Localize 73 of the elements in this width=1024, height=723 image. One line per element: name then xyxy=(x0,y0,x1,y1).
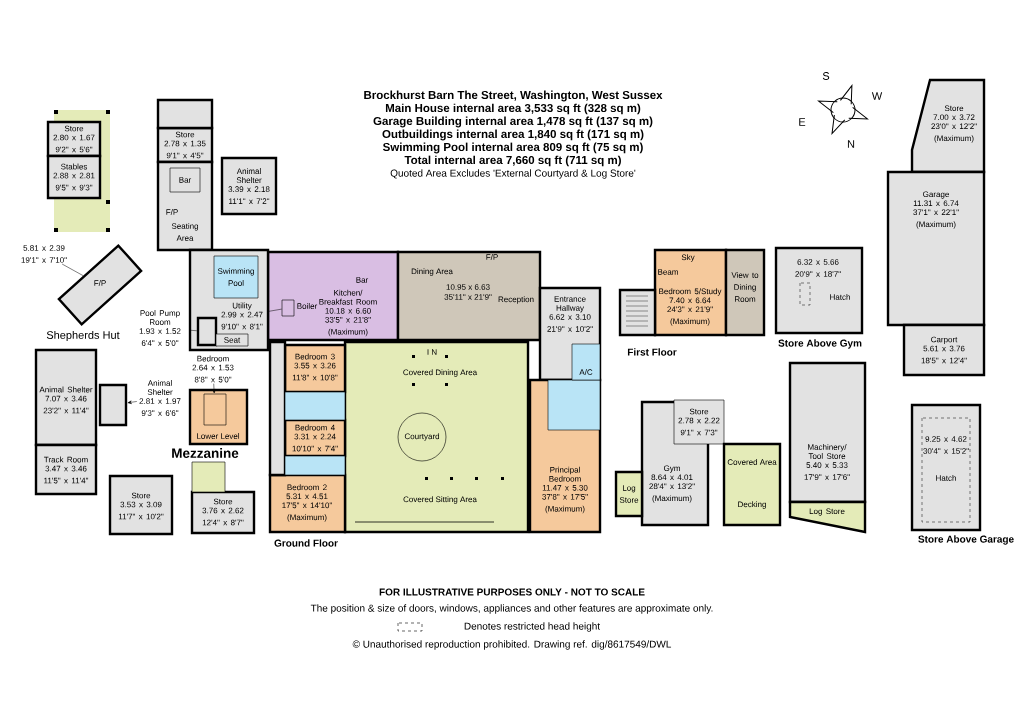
room: Carport 5.61 x 3.76 18'5" x 12'4" xyxy=(902,323,986,377)
room: Store 2.80 x 1.67 9'2" x 5'6" xyxy=(46,120,102,158)
compass-letter: S xyxy=(822,72,830,80)
heading: Shepherds Hut xyxy=(46,330,120,342)
room: Bedroom 4 3.31 x 2.24 10'10" x 7'4" xyxy=(283,418,347,458)
compass-letter: W xyxy=(871,92,883,100)
heading: Swimming Pool internal area 809 sq ft (75 sq m) xyxy=(382,142,643,154)
room: Seat xyxy=(215,333,249,347)
room-label: Utility 2.99 x 2.47 9'10" x 8'1" xyxy=(221,302,263,330)
heading: First Floor xyxy=(627,348,677,356)
room-label: Pool Pump Room 1.93 x 1.52 6'4" x 5'0" xyxy=(139,310,181,346)
text-label: F/P xyxy=(166,209,178,215)
text-label: Sky xyxy=(681,254,695,262)
compass-letter: E xyxy=(799,118,806,126)
room: View to Dining Room xyxy=(724,248,766,337)
room-outline xyxy=(284,455,346,476)
heading: Denotes restricted head height xyxy=(464,622,600,632)
room: Swimming Pool xyxy=(213,255,259,299)
leader-line xyxy=(266,308,282,312)
room: Store 3.53 x 3.09 11'7" x 10'2" xyxy=(108,474,174,536)
heading: © Unauthorised reproduction prohibited. Drawing ref. dig/8617549/DWL xyxy=(352,640,672,650)
room: Track Room 3.47 x 3.46 11'5" x 11'4" xyxy=(34,443,98,496)
leader-line xyxy=(127,400,138,404)
room-label: Bedroom 2.64 x 1.53 8'8" x 5'0" xyxy=(192,355,234,383)
text-label: F/P xyxy=(486,254,498,260)
room-outline xyxy=(156,98,214,130)
heading: Mezzanine xyxy=(172,448,239,458)
room-outline xyxy=(571,343,601,381)
room: Log Store xyxy=(788,500,867,534)
heading: Store Above Gym xyxy=(778,339,862,349)
room: Bedroom 2 5.31 x 4.51 17'5" x 14'10" (Maximum) xyxy=(268,473,347,534)
heading: Outbuildings internal area 1,840 sq ft (171 sq m) xyxy=(382,129,644,141)
room-outline xyxy=(268,340,287,477)
text-label: F/P xyxy=(94,280,106,286)
room: Stables 2.88 x 2.81 9'5" x 9'3" xyxy=(46,154,102,200)
room-outline xyxy=(98,383,128,427)
room: Store 2.78 x 2.22 9'1" x 7'3" xyxy=(673,399,725,445)
leader-line xyxy=(188,329,198,331)
room: Store 2.78 x 1.35 9'1" x 4'5" xyxy=(156,126,214,164)
title: Brockhurst Barn The Street, Washington, West Sussex xyxy=(364,90,663,102)
room: Bedroom 3 3.55 x 3.26 11'8" x 10'8" xyxy=(283,343,347,394)
room-outline xyxy=(196,316,218,347)
text-label: Hatch xyxy=(936,475,956,481)
room-outline xyxy=(281,299,295,317)
heading: Garage Building internal area 1,478 sq ft (137 sq m) xyxy=(373,116,653,128)
text-label: Beam xyxy=(658,269,678,275)
room: Store 3.76 x 2.62 12'4" x 8'7" xyxy=(190,490,256,535)
room: Animal Shelter 3.39 x 2.18 11'1" x 7'2" xyxy=(220,156,278,216)
room: Log Store xyxy=(614,470,644,518)
room-outline xyxy=(203,393,227,426)
text-label: Bar xyxy=(356,277,369,283)
text-label: Seating Area xyxy=(171,223,199,241)
leader-line xyxy=(212,383,216,394)
heading: The position & size of doors, windows, appliances and other features are approximate only. xyxy=(310,604,713,614)
text-label: I N xyxy=(427,349,437,355)
heading: FOR ILLUSTRATIVE PURPOSES ONLY - NOT TO SCALE xyxy=(379,588,645,596)
text-label: Hatch xyxy=(830,294,850,300)
heading: Main House internal area 3,533 sq ft (328 sq m) xyxy=(385,103,641,115)
heading: Total internal area 7,660 sq ft (711 sq m) xyxy=(404,155,621,167)
room-outline xyxy=(284,391,346,421)
room-label: 5.81 x 2.39 19'1" x 7'10" xyxy=(21,245,67,263)
room: Covered Area Decking xyxy=(722,442,782,527)
room: Store 7.00 x 3.72 23'0" x 12'2" (Maximum) xyxy=(910,78,986,174)
room-outline xyxy=(191,461,226,493)
circle-outline: Courtyard xyxy=(397,412,447,462)
room: Machinery/ Tool Store 5.40 x 5.33 17'9" x 17'6" xyxy=(788,361,867,504)
compass-letter: N xyxy=(847,140,855,148)
heading: Quoted Area Excludes 'External Courtyard & Log Store' xyxy=(390,169,636,179)
room-label: Animal Shelter 2.81 x 1.97 9'3" x 6'6" xyxy=(139,380,181,416)
heading: Ground Floor xyxy=(274,539,338,547)
room: Bar xyxy=(169,167,201,193)
leader-line xyxy=(61,263,84,276)
text-label: A/C xyxy=(579,369,593,375)
